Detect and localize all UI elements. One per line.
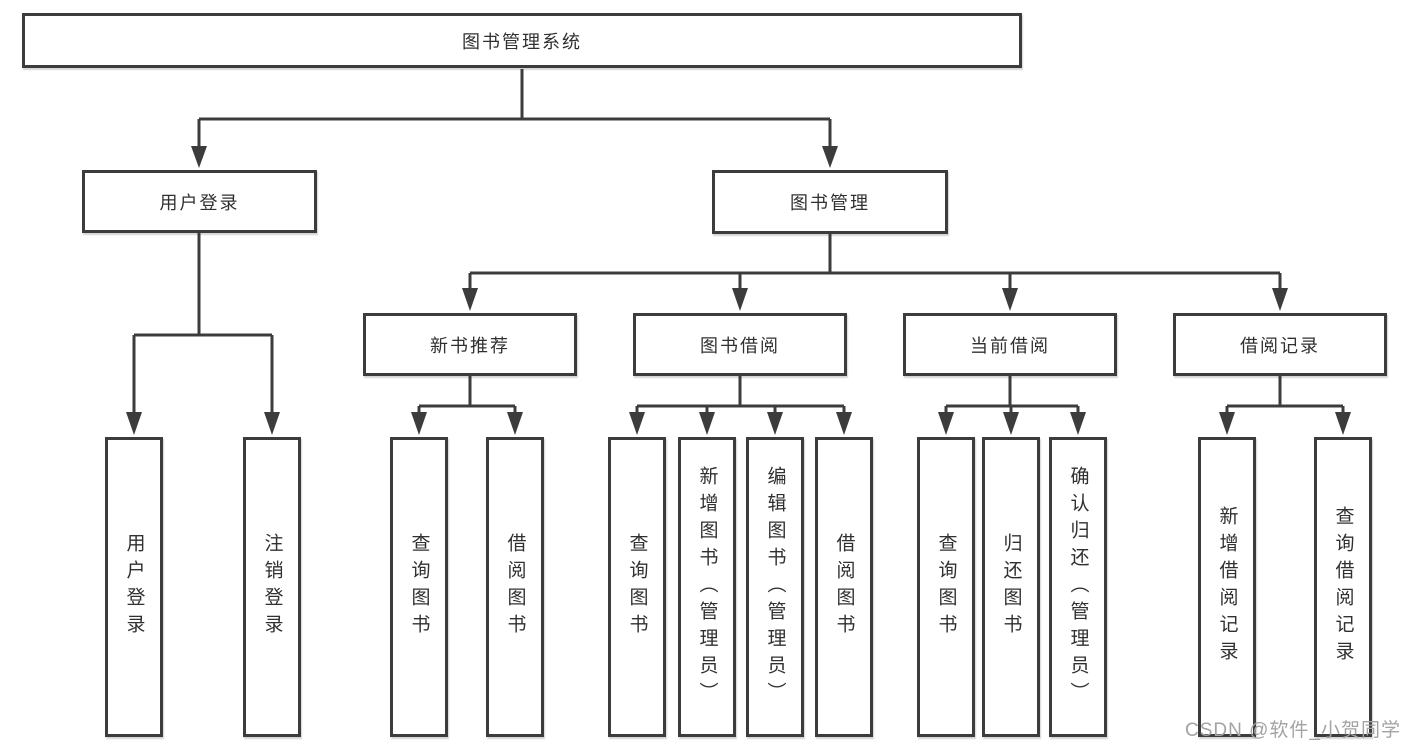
leaf-query-borrow-record: 查询借阅记录 xyxy=(1314,437,1372,737)
leaf-confirm-return-admin: 确认归还（管理员） xyxy=(1049,437,1107,737)
node-book-borrowing-label: 图书借阅 xyxy=(700,335,780,356)
leaf-query-books-recommend-label: 查询图书 xyxy=(408,533,430,641)
node-book-management-label: 图书管理 xyxy=(790,193,870,213)
leaf-user-login: 用户登录 xyxy=(105,437,163,737)
node-new-book-recommend: 新书推荐 xyxy=(363,313,577,376)
node-library-system-label: 图书管理系统 xyxy=(462,31,582,52)
leaf-add-books-admin: 新增图书（管理员） xyxy=(678,437,736,737)
leaf-confirm-return-admin-label: 确认归还（管理员） xyxy=(1067,465,1089,709)
leaf-return-books-label: 归还图书 xyxy=(1000,533,1022,641)
leaf-borrow-books-recommend-label: 借阅图书 xyxy=(504,533,526,641)
leaf-add-borrow-record-label: 新增借阅记录 xyxy=(1216,506,1238,668)
leaf-query-books-borrowing-label: 查询图书 xyxy=(626,533,648,641)
connector-paths xyxy=(132,69,1345,414)
leaf-query-books-current: 查询图书 xyxy=(917,437,975,737)
leaf-query-books-current-label: 查询图书 xyxy=(935,533,957,641)
node-current-borrowing: 当前借阅 xyxy=(903,313,1117,376)
node-library-system: 图书管理系统 xyxy=(22,13,1022,68)
leaf-borrow-books-recommend: 借阅图书 xyxy=(486,437,544,737)
node-current-borrowing-label: 当前借阅 xyxy=(970,335,1050,356)
leaf-query-books-recommend: 查询图书 xyxy=(390,437,448,737)
leaf-return-books: 归还图书 xyxy=(982,437,1040,737)
node-new-book-recommend-label: 新书推荐 xyxy=(430,335,510,356)
node-user-login-branch: 用户登录 xyxy=(82,170,317,233)
node-user-login-branch-label: 用户登录 xyxy=(159,192,240,213)
node-book-borrowing: 图书借阅 xyxy=(633,313,847,376)
node-book-management: 图书管理 xyxy=(712,170,948,234)
leaf-edit-books-admin-label: 编辑图书（管理员） xyxy=(764,465,786,709)
leaf-add-books-admin-label: 新增图书（管理员） xyxy=(696,465,718,709)
node-borrow-records-label: 借阅记录 xyxy=(1240,335,1320,356)
leaf-borrow-books-label: 借阅图书 xyxy=(833,533,855,641)
node-borrow-records: 借阅记录 xyxy=(1173,313,1387,376)
leaf-edit-books-admin: 编辑图书（管理员） xyxy=(746,437,804,737)
leaf-add-borrow-record: 新增借阅记录 xyxy=(1198,437,1256,737)
csdn-watermark: CSDN @软件_小贺同学 xyxy=(1185,720,1401,741)
leaf-logout-label: 注销登录 xyxy=(261,533,283,641)
leaf-query-borrow-record-label: 查询借阅记录 xyxy=(1332,506,1354,668)
arrowheads xyxy=(126,146,1351,435)
leaf-borrow-books: 借阅图书 xyxy=(815,437,873,737)
leaf-user-login-label: 用户登录 xyxy=(123,533,145,641)
leaf-query-books-borrowing: 查询图书 xyxy=(608,437,666,737)
leaf-logout: 注销登录 xyxy=(243,437,301,737)
